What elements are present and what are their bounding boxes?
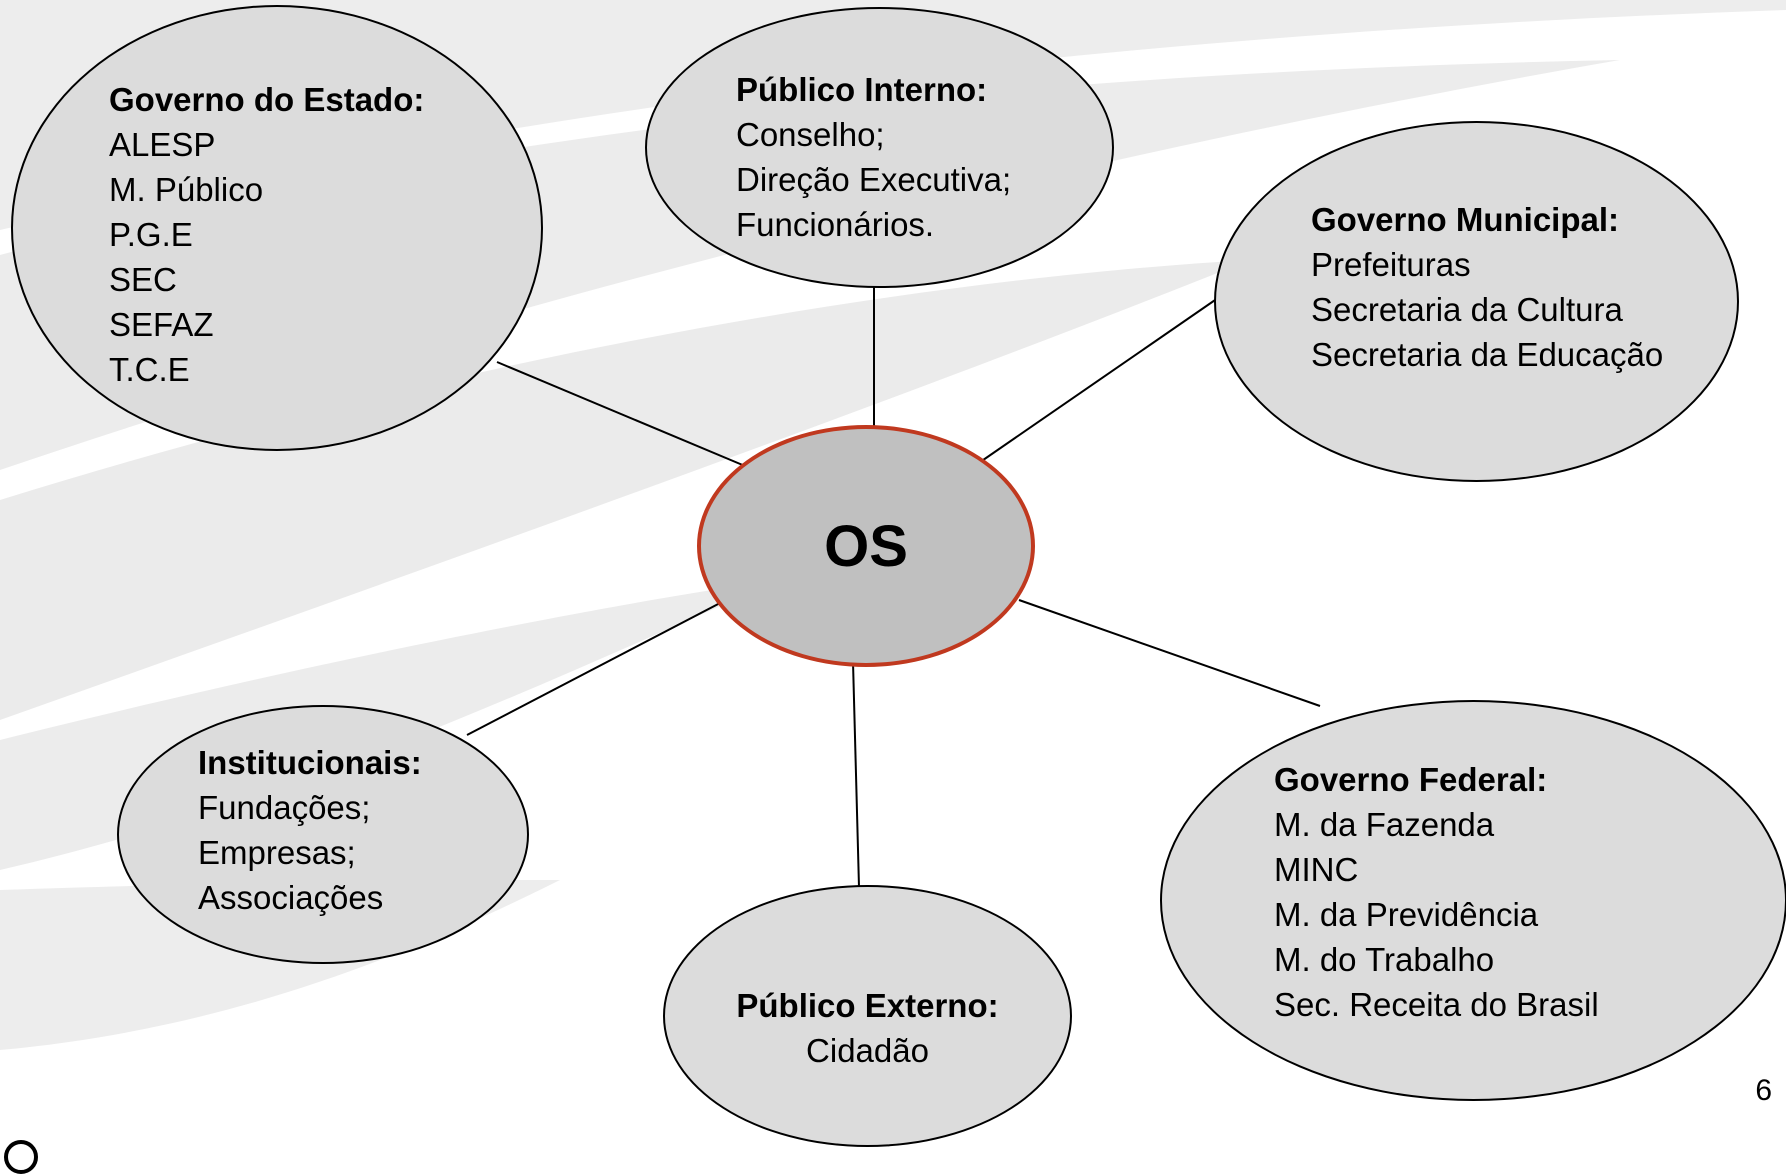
node-item: MINC — [1274, 851, 1359, 888]
text-governo-federal: Governo Federal: M. da Fazenda MINC M. d… — [1274, 757, 1599, 1027]
swoosh-shape — [0, 260, 1250, 720]
node-item: Conselho; — [736, 116, 885, 153]
node-title: Governo do Estado: — [109, 81, 425, 118]
node-item: Empresas; — [198, 834, 356, 871]
node-item: ALESP — [109, 126, 216, 163]
text-institucionais: Institucionais: Fundações; Empresas; Ass… — [198, 740, 422, 920]
node-center: OS — [697, 425, 1035, 667]
node-title: Institucionais: — [198, 744, 422, 781]
node-item: Fundações; — [198, 789, 371, 826]
text-publico-interno: Público Interno: Conselho; Direção Execu… — [736, 67, 1011, 247]
node-governo-municipal — [1214, 121, 1739, 482]
node-publico-interno — [645, 7, 1114, 288]
node-title: Governo Municipal: — [1311, 201, 1620, 238]
node-item: M. Público — [109, 171, 264, 208]
node-title: Público Externo: — [736, 987, 999, 1024]
node-item: P.G.E — [109, 216, 193, 253]
connector-institucionais — [466, 601, 723, 736]
node-item: M. da Previdência — [1274, 896, 1539, 933]
node-title: Público Interno: — [736, 71, 988, 108]
node-item: Secretaria da Cultura — [1311, 291, 1623, 328]
node-item: Funcionários. — [736, 206, 935, 243]
connector-governo-municipal — [972, 297, 1219, 468]
node-institucionais — [117, 705, 529, 964]
node-item: Prefeituras — [1311, 246, 1471, 283]
node-item: M. do Trabalho — [1274, 941, 1495, 978]
text-governo-municipal: Governo Municipal: Prefeituras Secretari… — [1311, 197, 1663, 377]
logo-icon — [4, 1140, 38, 1174]
connector-governo-estado — [496, 361, 746, 467]
node-item: T.C.E — [109, 351, 190, 388]
node-governo-federal — [1160, 700, 1786, 1101]
text-publico-externo: Público Externo: Cidadão — [663, 983, 1072, 1073]
node-governo-estado — [11, 5, 543, 451]
node-publico-externo — [663, 885, 1072, 1147]
node-title: Governo Federal: — [1274, 761, 1548, 798]
node-item: M. da Fazenda — [1274, 806, 1495, 843]
node-item: Cidadão — [806, 1032, 929, 1069]
node-item: SEFAZ — [109, 306, 214, 343]
node-item: SEC — [109, 261, 177, 298]
center-label: OS — [824, 513, 908, 579]
node-item: Direção Executiva; — [736, 161, 1012, 198]
connector-publico-externo — [852, 661, 860, 888]
text-governo-estado: Governo do Estado: ALESP M. Público P.G.… — [109, 77, 424, 392]
node-item: Sec. Receita do Brasil — [1274, 986, 1599, 1023]
node-item: Associações — [198, 879, 384, 916]
page-number: 6 — [1755, 1074, 1772, 1107]
node-item: Secretaria da Educação — [1311, 336, 1664, 373]
connector-governo-federal — [1018, 599, 1321, 707]
